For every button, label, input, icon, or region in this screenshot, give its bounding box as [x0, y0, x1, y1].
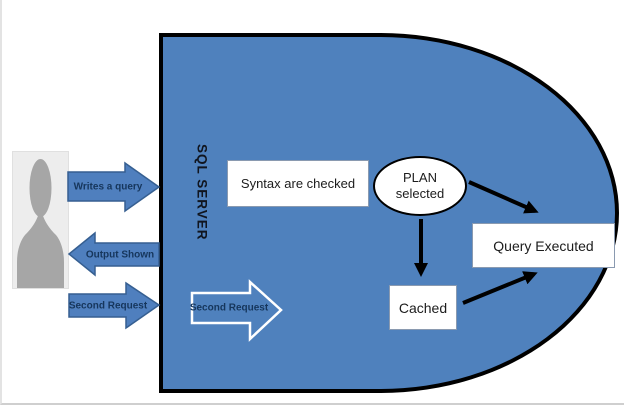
cached-node: Cached	[389, 285, 457, 330]
user-avatar	[12, 151, 69, 289]
syntax-checked-node: Syntax are checked	[227, 160, 369, 207]
inner-second-request-label: Second Request	[189, 302, 269, 314]
sql-server-shape	[159, 33, 619, 393]
plan-selected-node: PLAN selected	[373, 156, 467, 216]
sql-server-label: SQL SERVER	[194, 143, 210, 241]
writes-query-label: Writes a query	[73, 181, 143, 193]
person-silhouette-icon	[17, 159, 64, 288]
output-shown-label: Output Shown	[85, 249, 155, 261]
second-request-label: Second Request	[68, 300, 148, 312]
query-executed-node: Query Executed	[472, 223, 615, 268]
